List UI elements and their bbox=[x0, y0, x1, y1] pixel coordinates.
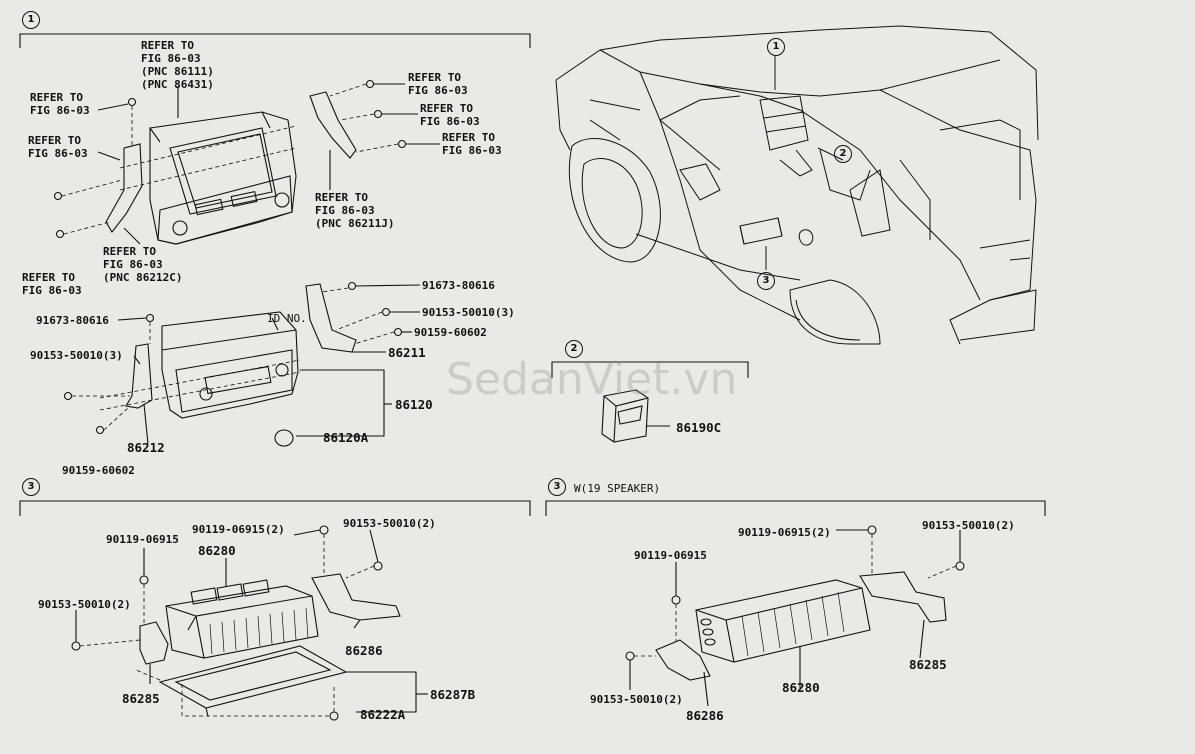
section-3-title: W(19 SPEAKER) bbox=[574, 482, 661, 495]
part-86222a: 86222A bbox=[360, 707, 406, 722]
part-91673-80616-right: 91673-80616 bbox=[422, 279, 495, 292]
part-90153-50010-3-left: 90153-50010(3) bbox=[30, 349, 123, 362]
vehicle-callout-2: 2 bbox=[834, 145, 852, 163]
part-90153-50010-3-right: 90153-50010(3) bbox=[422, 306, 515, 319]
vehicle-drawing bbox=[555, 25, 1039, 345]
vehicle-callout-3: 3 bbox=[757, 272, 775, 290]
section-number-3-left: 3 bbox=[22, 478, 40, 496]
part-90119-06915-2-b: 90119-06915(2) bbox=[738, 526, 831, 539]
part-86212: 86212 bbox=[127, 440, 165, 455]
part-86211: 86211 bbox=[388, 345, 426, 360]
watermark: SedanViet.vn bbox=[446, 354, 738, 405]
part-91673-80616-left: 91673-80616 bbox=[36, 314, 109, 327]
amplifier-b-drawing bbox=[625, 525, 965, 707]
refer-label-left-1: REFER TO FIG 86-03 bbox=[30, 91, 90, 117]
part-86280-b: 86280 bbox=[782, 680, 820, 695]
part-90119-06915-b: 90119-06915 bbox=[634, 549, 707, 562]
refer-label-top: REFER TO FIG 86-03 (PNC 86111) (PNC 8643… bbox=[141, 39, 214, 91]
part-90119-06915-2-a: 90119-06915(2) bbox=[192, 523, 285, 536]
part-90159-60602-right: 90159-60602 bbox=[414, 326, 487, 339]
section-number-3-right: 3 bbox=[548, 478, 566, 496]
section-number-2: 2 bbox=[565, 340, 583, 358]
part-90119-06915-a: 90119-06915 bbox=[106, 533, 179, 546]
section-number-1: 1 bbox=[22, 11, 40, 29]
display-unit-drawing bbox=[53, 79, 440, 245]
part-86286-a: 86286 bbox=[345, 643, 383, 658]
part-90153-50010-2-a-left: 90153-50010(2) bbox=[38, 598, 131, 611]
refer-label-bottom: REFER TO FIG 86-03 (PNC 86212C) bbox=[103, 245, 183, 284]
refer-label-left-2: REFER TO FIG 86-03 bbox=[28, 134, 88, 160]
part-86280-a: 86280 bbox=[198, 543, 236, 558]
refer-label-right-3: REFER TO FIG 86-03 bbox=[442, 131, 502, 157]
part-86287b: 86287B bbox=[430, 687, 476, 702]
refer-label-right-2: REFER TO FIG 86-03 bbox=[420, 102, 480, 128]
part-86286-b: 86286 bbox=[686, 708, 724, 723]
part-90153-50010-2-b-right: 90153-50010(2) bbox=[922, 519, 1015, 532]
amplifier-a-drawing bbox=[71, 525, 428, 721]
part-86285-b: 86285 bbox=[909, 657, 947, 672]
part-86120a: 86120A bbox=[323, 430, 369, 445]
part-86120: 86120 bbox=[395, 397, 433, 412]
id-no-label: ID NO. bbox=[267, 312, 307, 325]
part-90153-50010-2-a-right: 90153-50010(2) bbox=[343, 517, 436, 530]
refer-label-right-1: REFER TO FIG 86-03 bbox=[408, 71, 468, 97]
part-90153-50010-2-b-left: 90153-50010(2) bbox=[590, 693, 683, 706]
audio-unit-drawing bbox=[63, 281, 421, 447]
part-86190c: 86190C bbox=[676, 420, 722, 435]
switch-drawing bbox=[601, 389, 670, 443]
part-90159-60602-left: 90159-60602 bbox=[62, 464, 135, 477]
refer-label-left-3: REFER TO FIG 86-03 bbox=[22, 271, 82, 297]
vehicle-callout-1: 1 bbox=[767, 38, 785, 56]
refer-label-right-4: REFER TO FIG 86-03 (PNC 86211J) bbox=[315, 191, 395, 230]
part-86285-a: 86285 bbox=[122, 691, 160, 706]
section-frames bbox=[19, 33, 1046, 516]
